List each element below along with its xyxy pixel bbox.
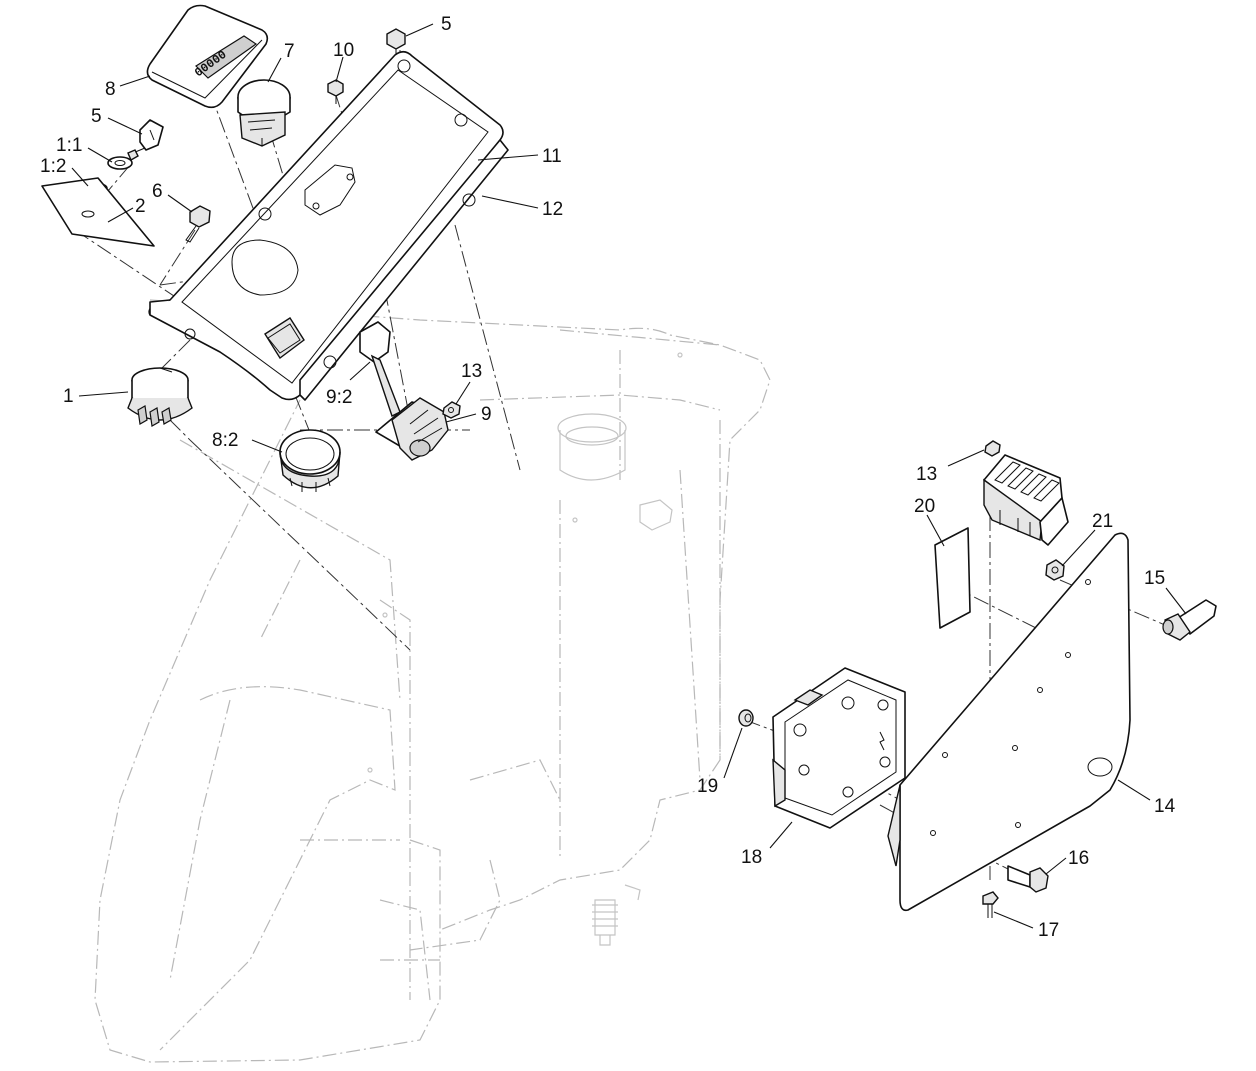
callout-5: 5	[441, 14, 452, 35]
decal-part-20	[934, 527, 971, 629]
ignition-switch-part-1	[127, 367, 193, 427]
throttle-switch-part-9	[359, 321, 449, 461]
callout-1-2: 1:2	[40, 156, 66, 177]
callout-1: 1	[63, 386, 74, 407]
relay-block	[983, 454, 1069, 546]
key-part-5	[127, 119, 164, 161]
callout-8-2: 8:2	[212, 430, 238, 451]
grommet-part-19	[738, 709, 754, 727]
screw-part-10	[327, 79, 344, 104]
callout-14: 14	[1154, 796, 1176, 817]
callout-6: 6	[152, 181, 163, 202]
callout-12: 12	[542, 199, 563, 220]
callout-19: 19	[697, 776, 718, 797]
retaining-ring-part-8-2	[279, 429, 341, 492]
callout-8: 8	[105, 79, 116, 100]
callout-16: 16	[1068, 848, 1089, 869]
washer-part-1-1	[107, 156, 133, 170]
callout-5: 5	[91, 106, 102, 127]
nut-part-13-left	[442, 401, 461, 419]
callout-15: 15	[1144, 568, 1165, 589]
nut-part-21	[1045, 559, 1065, 581]
lever-knob-part-15	[1162, 599, 1217, 641]
callout-21: 21	[1092, 511, 1113, 532]
callout-11: 11	[542, 146, 562, 167]
callout-13: 13	[916, 464, 937, 485]
mounting-plate-part-14	[887, 532, 1131, 912]
callout-2: 2	[135, 196, 146, 217]
callout-9: 9	[481, 404, 492, 425]
decal-part-2	[41, 177, 155, 247]
callout-1-1: 1:1	[56, 135, 82, 156]
hour-meter-part-8: 00000	[146, 4, 269, 109]
control-panel-part-11	[148, 50, 509, 401]
callout-20: 20	[914, 496, 935, 517]
callout-18: 18	[741, 847, 762, 868]
screw-part-17	[982, 891, 999, 918]
machine-body-outline	[94, 299, 771, 1063]
nut-part-13-right	[984, 440, 1001, 457]
callout-labels: 8 7 10 5 5 1:1 1:2 2 6 11 12 1 9:2 13 9 …	[40, 14, 1176, 941]
controller-module-part-18	[772, 667, 906, 829]
switch-part-7	[237, 79, 291, 147]
callout-17: 17	[1038, 920, 1059, 941]
bolt-part-16	[1007, 865, 1049, 893]
callout-9-2: 9:2	[326, 387, 352, 408]
leader-lines	[71, 23, 1187, 929]
callout-7: 7	[284, 41, 295, 62]
bolt-part-6	[185, 205, 211, 243]
callout-10: 10	[333, 40, 354, 61]
callout-13: 13	[461, 361, 482, 382]
